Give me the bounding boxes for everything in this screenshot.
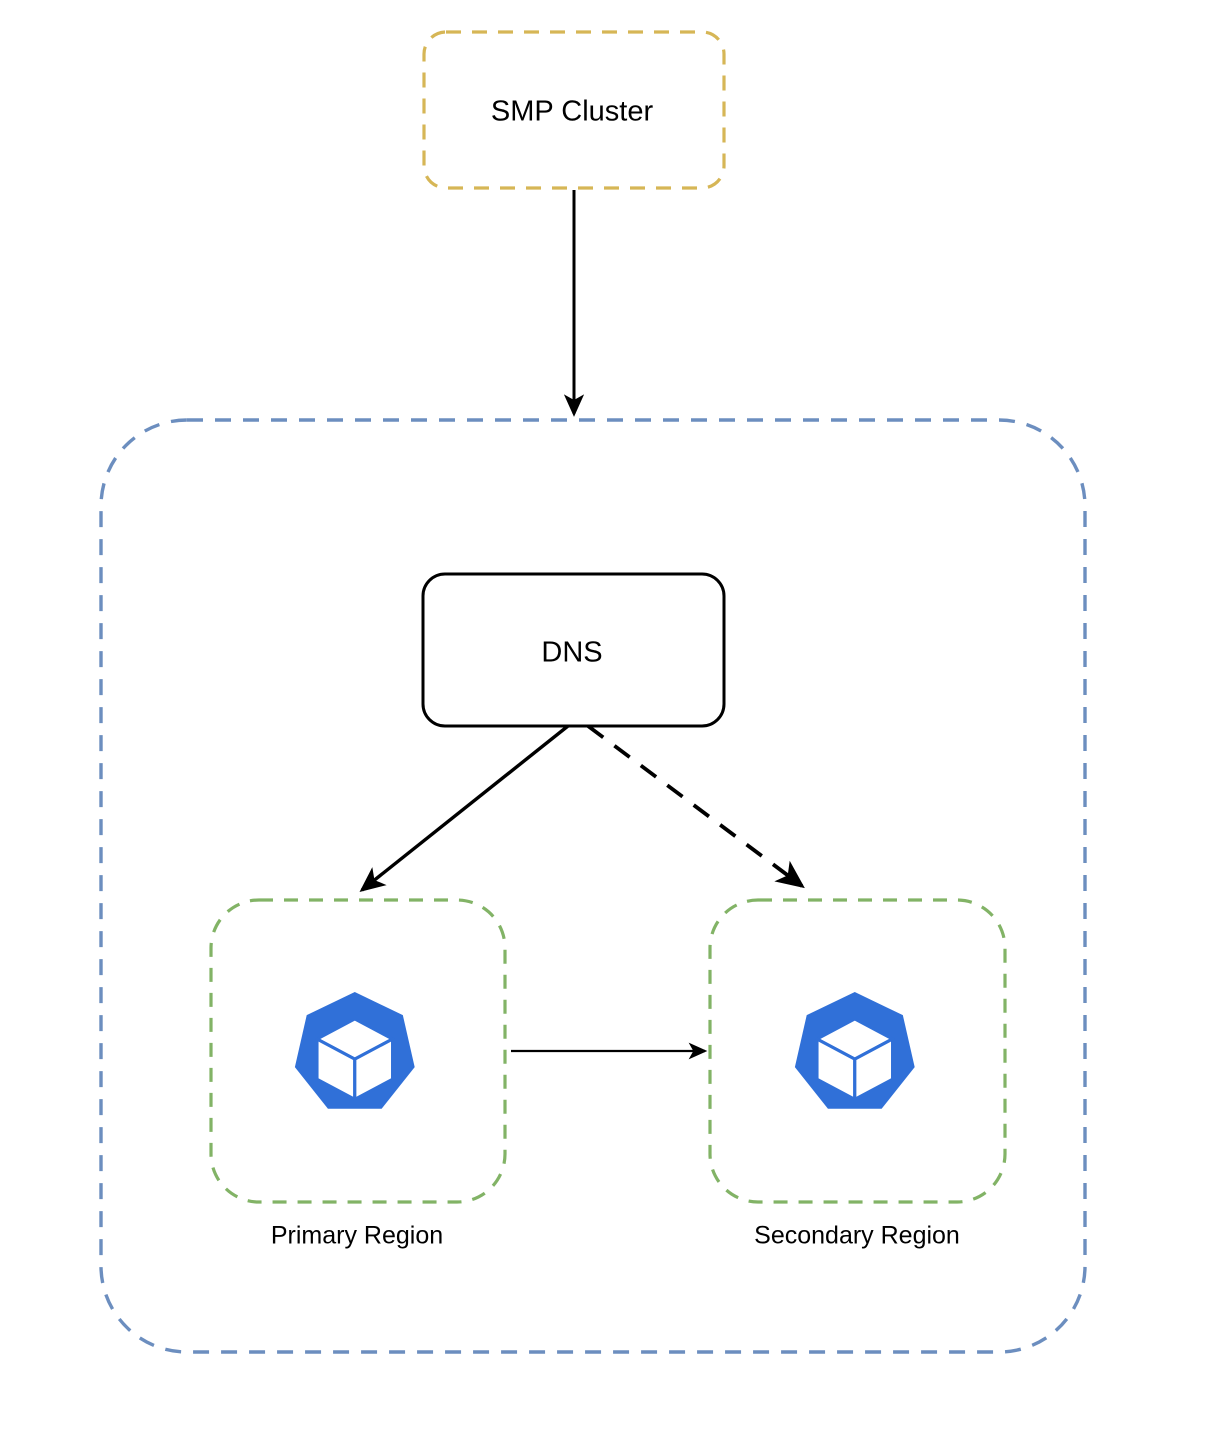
dns-box[interactable] <box>421 572 726 728</box>
edge-dns-to-secondary <box>586 724 805 889</box>
outer-zone-container[interactable] <box>99 418 1087 1354</box>
edge-dns-to-primary <box>359 724 570 892</box>
kubernetes-icon <box>294 992 415 1109</box>
kubernetes-icon <box>794 992 915 1109</box>
smp-cluster-box[interactable] <box>422 30 726 190</box>
